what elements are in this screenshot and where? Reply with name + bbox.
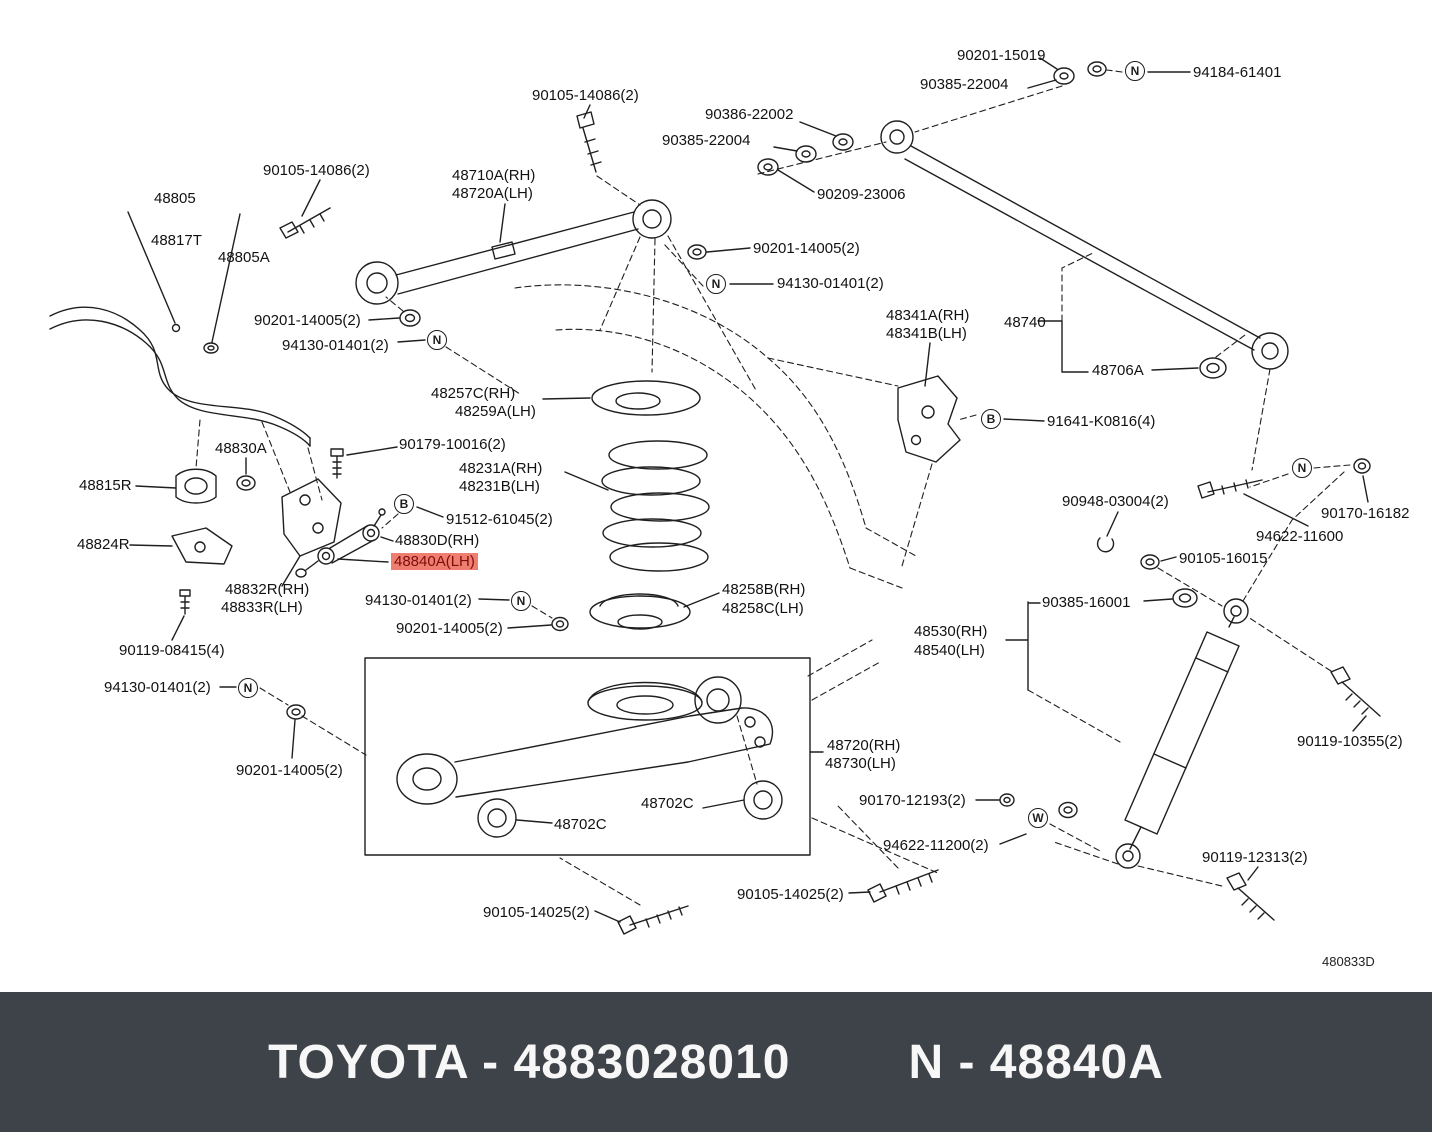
left-hardware-art	[171, 589, 367, 759]
circled-letter-n-badge: N	[1292, 458, 1312, 478]
part-label-48259a-lh: 48259A(LH)	[455, 403, 536, 420]
part-label-48702c: 48702C	[641, 795, 694, 812]
part-label-94130-01401-2: 94130-01401(2)	[365, 592, 472, 609]
part-label-91512-61045-2: 91512-61045(2)	[446, 511, 553, 528]
part-label-90201-14005-2: 90201-14005(2)	[236, 762, 343, 779]
coil-spring-art	[478, 380, 720, 632]
lateral-control-rod-art	[757, 57, 1289, 471]
part-label-90385-22004: 90385-22004	[662, 132, 751, 149]
circled-letter-n-badge: N	[511, 591, 531, 611]
part-label-48341a-rh: 48341A(RH)	[886, 307, 970, 324]
part-label-91641-k0816-4: 91641-K0816(4)	[1047, 413, 1156, 430]
part-label-48730-lh: 48730(LH)	[825, 755, 896, 772]
circled-letter-n-badge: N	[427, 330, 447, 350]
part-label-90385-16001: 90385-16001	[1042, 594, 1131, 611]
part-label-48805: 48805	[154, 190, 196, 207]
part-label-90386-22002: 90386-22002	[705, 106, 794, 123]
part-label-48341b-lh: 48341B(LH)	[886, 325, 967, 342]
spring-bracket-art	[897, 342, 1045, 567]
diagram-code: 480833D	[1322, 954, 1375, 969]
part-label-90201-14005-2: 90201-14005(2)	[753, 240, 860, 257]
part-label-48231a-rh: 48231A(RH)	[459, 460, 543, 477]
part-label-90179-10016-2: 90179-10016(2)	[399, 436, 506, 453]
part-label-94184-61401: 94184-61401	[1193, 64, 1282, 81]
part-label-90170-16182: 90170-16182	[1321, 505, 1410, 522]
part-label-90105-14086-2: 90105-14086(2)	[532, 87, 639, 104]
lower-control-arm-art	[364, 657, 941, 935]
part-label-48706a: 48706A	[1092, 362, 1144, 379]
part-label-90201-14005-2: 90201-14005(2)	[396, 620, 503, 637]
part-label-48805a: 48805A	[218, 249, 270, 266]
part-label-94622-11200-2: 94622-11200(2)	[883, 837, 989, 854]
stabilizer-link-art	[281, 446, 444, 587]
circled-letter-b-badge: B	[394, 494, 414, 514]
part-label-48720-rh: 48720(RH)	[827, 737, 901, 754]
label-layer: 90201-15019 90385-22004 94184-61401 90386-2…	[77, 47, 1410, 921]
part-label-90105-16015: 90105-16015	[1179, 550, 1268, 567]
part-label-90948-03004-2: 90948-03004(2)	[1062, 493, 1169, 510]
part-label-48815r: 48815R	[79, 477, 132, 494]
part-label-48710a-rh: 48710A(RH)	[452, 167, 536, 184]
footer-reference-code: N - 48840A	[908, 1035, 1164, 1089]
part-label-90105-14025-2: 90105-14025(2)	[737, 886, 844, 903]
frame-dashed-art	[514, 284, 917, 677]
circled-letter-w-badge: W	[1028, 808, 1048, 828]
part-label-48231b-lh: 48231B(LH)	[459, 478, 540, 495]
part-label-90105-14025-2: 90105-14025(2)	[483, 904, 590, 921]
part-label-48702c: 48702C	[554, 816, 607, 833]
stabilizer-bar-art	[49, 211, 323, 565]
part-label-48257c-rh: 48257C(RH)	[431, 385, 516, 402]
part-label-48258b-rh: 48258B(RH)	[722, 581, 806, 598]
circled-letter-b-badge: B	[981, 409, 1001, 429]
footer-bar: TOYOTA - 4883028010 N - 48840A	[0, 992, 1432, 1132]
part-label-48720a-lh: 48720A(LH)	[452, 185, 533, 202]
part-label-48740: 48740	[1004, 314, 1046, 331]
part-label-90209-23006: 90209-23006	[817, 186, 906, 203]
diagram-artwork	[49, 57, 1381, 935]
part-label-48824r: 48824R	[77, 536, 130, 553]
part-label-90119-12313-2: 90119-12313(2)	[1202, 849, 1308, 866]
footer-brand-part-number: TOYOTA - 4883028010	[268, 1035, 791, 1089]
part-label-90119-08415-4: 90119-08415(4)	[119, 642, 225, 659]
upper-control-arm-art	[279, 104, 774, 395]
part-label-48830a: 48830A	[215, 440, 267, 457]
part-label-90385-22004: 90385-22004	[920, 76, 1009, 93]
circled-letter-n-badge: N	[706, 274, 726, 294]
part-label-90201-14005-2: 90201-14005(2)	[254, 312, 361, 329]
part-label-94130-01401-2: 94130-01401(2)	[104, 679, 211, 696]
part-label-94130-01401-2: 94130-01401(2)	[282, 337, 389, 354]
part-label-48840a-lh: 48840A(LH)	[391, 553, 478, 570]
part-label-48258c-lh: 48258C(LH)	[722, 600, 804, 617]
part-label-48830d-rh: 48830D(RH)	[395, 532, 480, 549]
part-label-48817t: 48817T	[151, 232, 202, 249]
part-label-90119-10355-2: 90119-10355(2)	[1297, 733, 1403, 750]
part-label-90105-14086-2: 90105-14086(2)	[263, 162, 370, 179]
circled-letter-n-badge: N	[1125, 61, 1145, 81]
part-label-90201-15019: 90201-15019	[957, 47, 1046, 64]
part-label-48530-rh: 48530(RH)	[914, 623, 988, 640]
shock-absorber-art	[975, 458, 1381, 921]
part-label-48540-lh: 48540(LH)	[914, 642, 985, 659]
part-label-48832r-rh: 48832R(RH)	[225, 581, 310, 598]
part-label-94130-01401-2: 94130-01401(2)	[777, 275, 884, 292]
part-label-90170-12193-2: 90170-12193(2)	[859, 792, 966, 809]
circled-letter-n-badge: N	[238, 678, 258, 698]
diagram-canvas: 90201-15019 90385-22004 94184-61401 90386-2…	[49, 47, 1410, 969]
part-label-94622-11600: 94622-11600	[1256, 528, 1344, 545]
part-label-48833r-lh: 48833R(LH)	[221, 599, 303, 616]
